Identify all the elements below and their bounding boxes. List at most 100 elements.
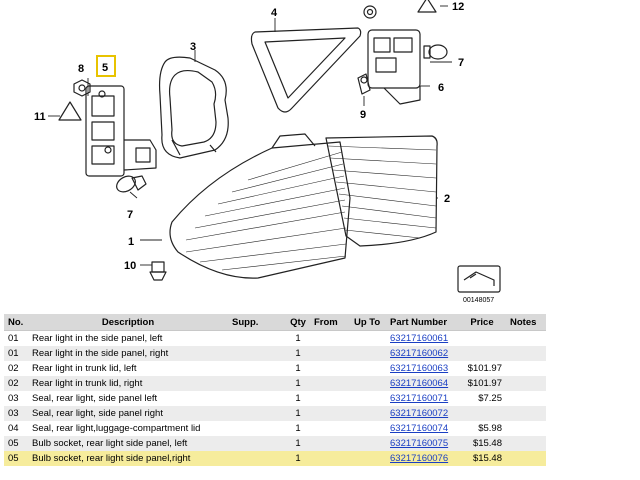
cell-description: Rear light in the side panel, left [32, 333, 163, 344]
cell-part-number: 63217160075 [386, 436, 458, 451]
col-part-number: Part Number [386, 314, 458, 331]
part-number-link[interactable]: 63217160063 [390, 363, 449, 374]
cell-part-number: 63217160061 [386, 331, 458, 347]
cell-part-number: 63217160063 [386, 361, 458, 376]
cell-qty: 1 [286, 406, 310, 421]
cell-description: Seal, rear light, side panel right [28, 406, 228, 421]
cell-price: $15.48 [458, 436, 506, 451]
callout-12[interactable]: 12 [452, 1, 464, 13]
cell-qty: 1 [286, 346, 310, 361]
diagram-code: 00148057 [463, 297, 494, 304]
callout-10[interactable]: 10 [124, 260, 136, 272]
cell-from [310, 346, 350, 361]
cell-price [458, 406, 506, 421]
part-number-link[interactable]: 63217160061 [390, 333, 449, 344]
cell-part-number: 63217160076 [386, 451, 458, 466]
cell-supp [228, 376, 286, 391]
nut-drawing [73, 79, 91, 97]
cell-part-number: 63217160064 [386, 376, 458, 391]
callout-2[interactable]: 2 [444, 193, 450, 205]
cell-notes [506, 346, 546, 361]
cell-supp [228, 346, 286, 361]
part-number-link[interactable]: 63217160074 [390, 423, 449, 434]
callout-4[interactable]: 4 [271, 7, 278, 19]
cell-from [310, 391, 350, 406]
cell-notes [506, 361, 546, 376]
rivet-drawing [149, 261, 167, 281]
cell-supp [228, 451, 286, 466]
cell-part-number: 63217160074 [386, 421, 458, 436]
cell-up-to [350, 391, 386, 406]
cell-no: 04 [8, 423, 19, 434]
cell-up-to [350, 421, 386, 436]
warning-triangle-right [417, 0, 437, 13]
cell-price: $5.98 [478, 423, 502, 434]
callout-6[interactable]: 6 [438, 82, 444, 94]
cell-from [310, 406, 350, 421]
callout-3[interactable]: 3 [190, 41, 196, 53]
cell-no: 02 [8, 363, 19, 374]
part-number-link[interactable]: 63217160072 [390, 408, 449, 419]
cell-supp [228, 391, 286, 406]
cell-description: Rear light in trunk lid, left [32, 363, 137, 374]
part-number-link[interactable]: 63217160064 [390, 378, 449, 389]
highlight-box [96, 55, 116, 77]
cell-notes [506, 406, 546, 421]
col-notes: Notes [506, 314, 546, 331]
callout-5[interactable]: 5 [102, 62, 108, 74]
bulb-left-drawing [116, 175, 147, 193]
cell-notes [506, 421, 546, 436]
cell-price [458, 346, 506, 361]
part-number-link[interactable]: 63217160071 [390, 393, 449, 404]
part-number-link[interactable]: 63217160075 [390, 438, 449, 449]
col-description: Description [28, 314, 228, 331]
cell-description: Seal, rear light, side panel left [32, 393, 158, 404]
cell-from [310, 331, 350, 347]
part-number-link[interactable]: 63217160076 [390, 453, 449, 464]
cell-from [310, 436, 350, 451]
cell-notes [506, 376, 546, 391]
callout-11[interactable]: 11 [34, 111, 46, 123]
cell-qty: 1 [295, 423, 301, 434]
cell-up-to [350, 436, 386, 451]
cell-description: Rear light in the side panel, right [28, 346, 228, 361]
cell-notes [506, 331, 546, 347]
cell-description: Bulb socket, rear light side panel,right [28, 451, 228, 466]
cell-price [458, 331, 506, 347]
cell-no: 05 [4, 436, 28, 451]
cell-from [310, 451, 350, 466]
cell-up-to [350, 406, 386, 421]
cell-up-to [350, 331, 386, 347]
callout-9[interactable]: 9 [360, 109, 366, 121]
cell-qty: 1 [295, 393, 301, 404]
cell-up-to [350, 376, 386, 391]
callout-7b[interactable]: 7 [127, 209, 133, 221]
part-number-link[interactable]: 63217160062 [390, 348, 449, 359]
cell-up-to [350, 346, 386, 361]
cell-no: 01 [4, 346, 28, 361]
parts-table: No. Description Supp. Qty From Up To Par… [4, 314, 546, 466]
callout-7a[interactable]: 7 [458, 57, 464, 69]
callout-1[interactable]: 1 [128, 236, 134, 248]
rear-light-side-panel-drawing [169, 133, 351, 279]
seal-trunk-lid-drawing [250, 27, 362, 113]
cell-notes [506, 436, 546, 451]
diagram-code-icon [457, 265, 501, 293]
cell-up-to [350, 361, 386, 376]
callout-8[interactable]: 8 [78, 63, 84, 75]
cell-no: 02 [4, 376, 28, 391]
cell-supp [228, 406, 286, 421]
col-qty: Qty [286, 314, 310, 331]
cell-supp [228, 331, 286, 347]
bulb-right-drawing [423, 44, 448, 60]
cell-from [310, 361, 350, 376]
cell-part-number: 63217160072 [386, 406, 458, 421]
